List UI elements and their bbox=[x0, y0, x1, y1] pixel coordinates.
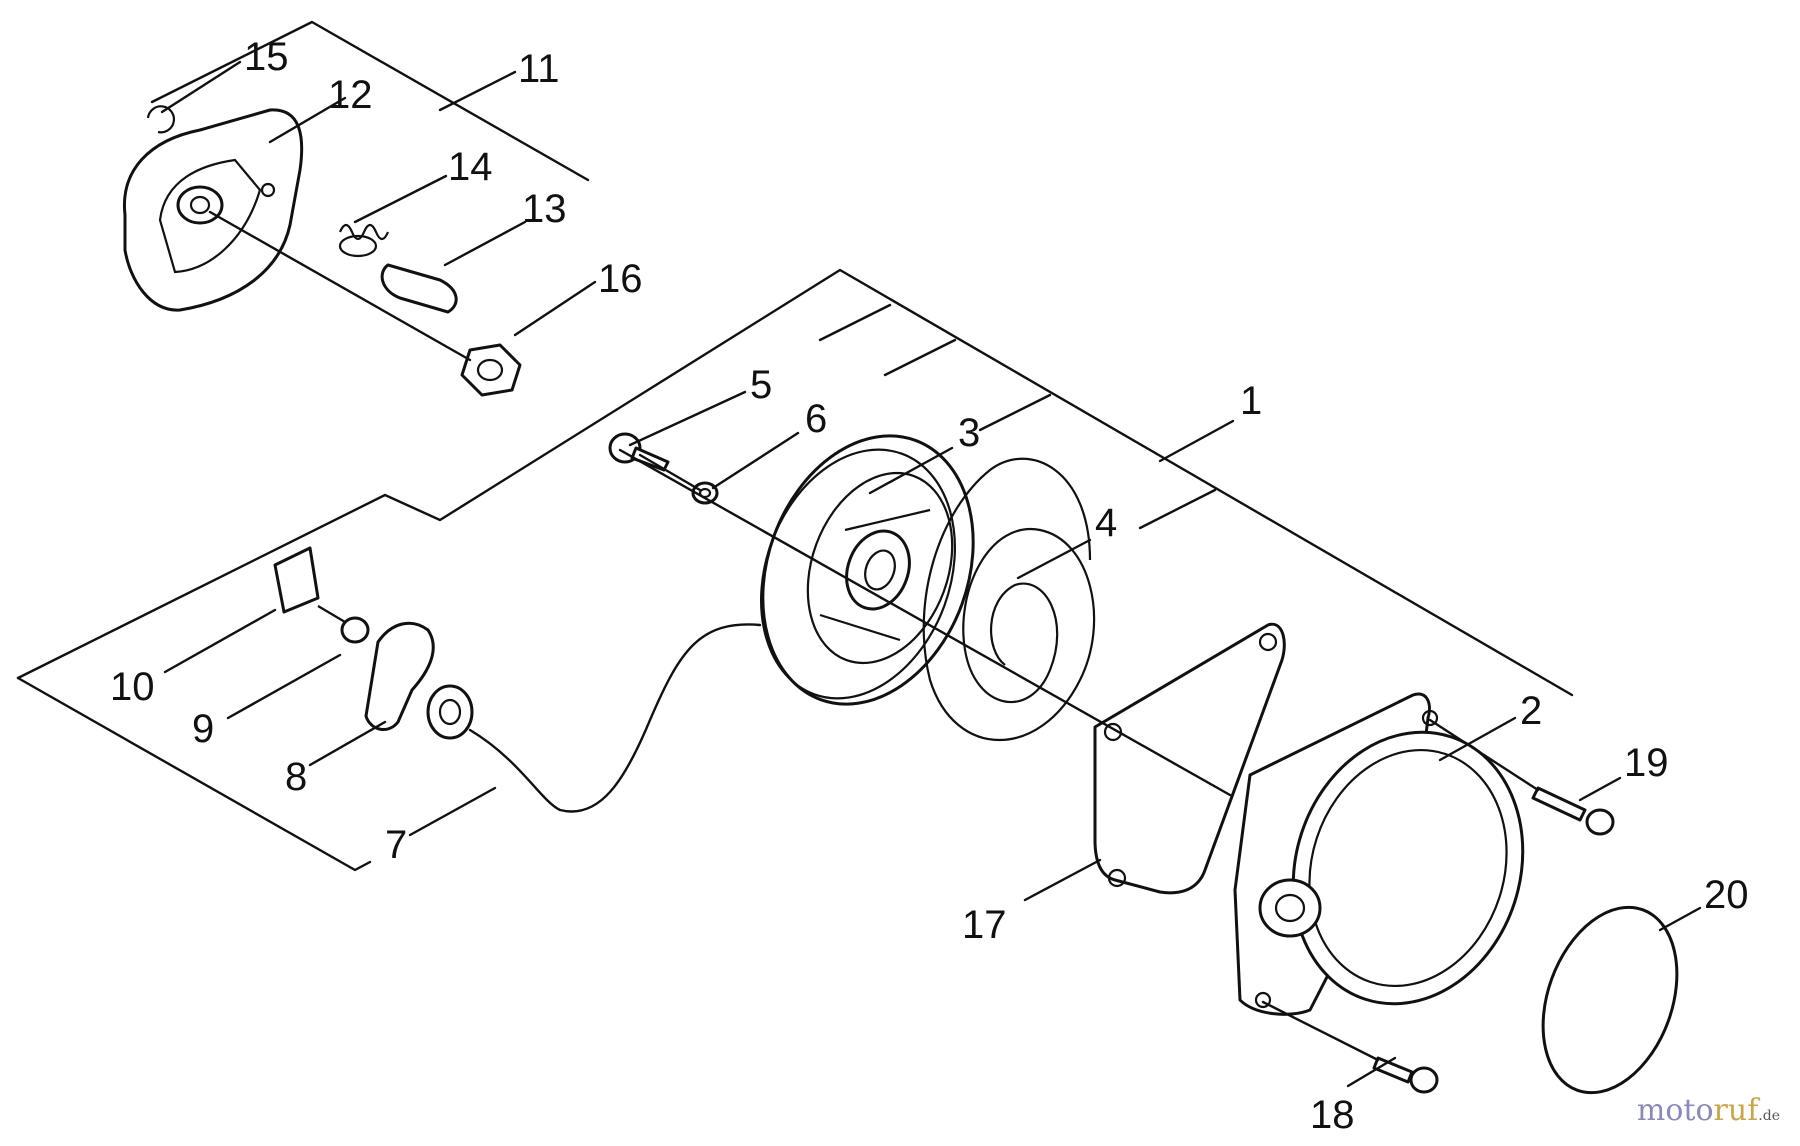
washer-part bbox=[691, 481, 719, 505]
callout-4: 4 bbox=[1095, 501, 1117, 545]
starter-housing-part bbox=[1233, 692, 1525, 1016]
pawl-cover-part bbox=[122, 108, 304, 312]
rope-pulley-part bbox=[759, 434, 975, 706]
watermark-logo: motoruf.de bbox=[1637, 1093, 1780, 1128]
callout-15: 15 bbox=[244, 35, 289, 79]
callout-1: 1 bbox=[1240, 379, 1262, 423]
handle-grip-part bbox=[364, 621, 474, 740]
leader-lines bbox=[160, 60, 1702, 1088]
watermark-part2: ruf bbox=[1713, 1093, 1759, 1128]
screw-part bbox=[608, 432, 670, 472]
bolt-part-18 bbox=[1372, 1056, 1439, 1094]
handle-insert-part bbox=[273, 546, 320, 614]
callout-14: 14 bbox=[448, 145, 493, 189]
callout-7: 7 bbox=[385, 823, 407, 867]
callout-20: 20 bbox=[1704, 873, 1749, 917]
callout-17: 17 bbox=[962, 903, 1007, 947]
callout-3: 3 bbox=[958, 411, 980, 455]
recoil-spring-part bbox=[922, 457, 1096, 741]
assembly-bracket-11 bbox=[150, 20, 590, 182]
hex-nut-part bbox=[460, 343, 522, 397]
callout-10: 10 bbox=[110, 665, 155, 709]
bolt-part-19 bbox=[1531, 786, 1615, 836]
callout-11: 11 bbox=[518, 47, 560, 91]
callout-5: 5 bbox=[750, 363, 772, 407]
callout-2: 2 bbox=[1520, 689, 1542, 733]
e-clip-part bbox=[146, 105, 176, 134]
watermark-suffix: .de bbox=[1758, 1108, 1780, 1124]
callout-12: 12 bbox=[328, 73, 373, 117]
rope-anchor-part bbox=[317, 605, 370, 644]
gasket-part bbox=[1093, 622, 1286, 895]
cap-disc-part bbox=[1541, 905, 1679, 1095]
callout-9: 9 bbox=[192, 707, 214, 751]
assembly-bracket-7 bbox=[16, 676, 372, 872]
assembly-bracket-1 bbox=[16, 268, 1574, 697]
pawl-part bbox=[380, 263, 458, 314]
watermark-part1: moto bbox=[1636, 1093, 1714, 1128]
callout-13: 13 bbox=[522, 187, 567, 231]
callout-labels: 1 2 3 4 5 6 7 8 9 10 11 12 13 14 15 16 1… bbox=[110, 35, 1749, 1137]
spring-part bbox=[338, 223, 390, 258]
callout-19: 19 bbox=[1624, 741, 1669, 785]
callout-6: 6 bbox=[805, 397, 827, 441]
callout-16: 16 bbox=[598, 257, 643, 301]
callout-18: 18 bbox=[1310, 1093, 1355, 1137]
callout-8: 8 bbox=[285, 755, 307, 799]
